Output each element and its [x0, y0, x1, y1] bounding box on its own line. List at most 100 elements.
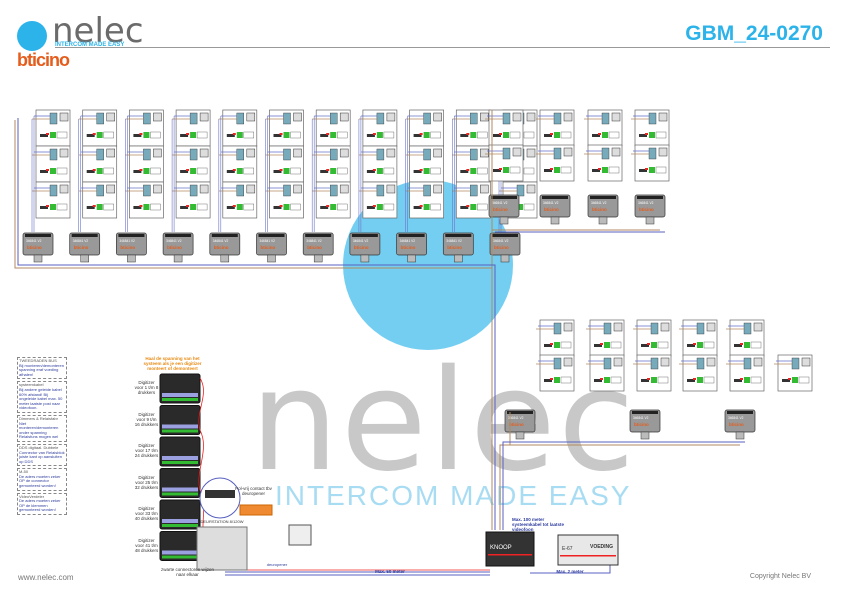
- led-icon: [499, 133, 502, 135]
- footer-website[interactable]: www.nelec.com: [18, 573, 74, 582]
- distributor-terminals: [165, 234, 192, 237]
- videophone-unit: [452, 181, 491, 219]
- terminal-block: [791, 357, 800, 370]
- led-icon: [279, 169, 283, 171]
- power-supply-device: [557, 534, 619, 566]
- connector-icon: [734, 379, 742, 382]
- led-icon: [600, 378, 603, 380]
- terminal-white: [196, 203, 208, 211]
- connector-icon: [639, 134, 647, 137]
- screen-icon: [753, 322, 763, 332]
- screen-icon: [801, 357, 811, 367]
- bticino-mark: bticino: [354, 245, 369, 250]
- led-icon: [647, 343, 650, 345]
- connector-icon: [639, 169, 647, 172]
- digitizer-terminals: [162, 519, 198, 523]
- legend-title: VideoVerdeler: [19, 493, 45, 499]
- screen-icon: [660, 322, 670, 332]
- screen-icon: [658, 147, 668, 157]
- terminal-white: [523, 167, 535, 175]
- terminal-white: [337, 203, 348, 211]
- screen-icon: [658, 112, 668, 122]
- led-icon: [326, 133, 330, 135]
- bticino-mark: bticino: [120, 245, 135, 250]
- led-icon: [139, 169, 143, 171]
- led-icon: [372, 133, 376, 135]
- distributor-label: 346841 V2: [591, 201, 607, 205]
- screen-icon: [613, 322, 623, 332]
- distributor-terminals: [258, 234, 285, 237]
- videophone-unit: [405, 145, 444, 183]
- distributor-foot: [640, 431, 650, 440]
- digitizer-connector: [162, 398, 198, 401]
- distributor-label: 346841 V2: [400, 239, 416, 243]
- digitizer-label: Digitizer voor 25 t/m 32 drukkers: [134, 474, 159, 490]
- terminal-green: [602, 132, 608, 138]
- riser-wire: [31, 116, 35, 232]
- screen-icon: [613, 357, 623, 367]
- distributor-foot: [173, 254, 183, 263]
- terminal-white: [560, 131, 572, 139]
- distributor-label: 346841 V2: [508, 416, 524, 420]
- videophone-unit: [358, 109, 398, 147]
- screen-icon: [563, 147, 573, 157]
- distributor-foot: [500, 254, 510, 263]
- screen-icon: [246, 148, 256, 158]
- digitizer-label: Digitizer voor 17 t/m 24 drukkers: [134, 443, 159, 459]
- terminal-white: [750, 376, 762, 384]
- videophone-unit: [452, 145, 491, 183]
- terminal-green: [470, 204, 477, 210]
- connector-icon: [273, 206, 282, 209]
- videophone-unit: [584, 109, 623, 147]
- screen-icon: [660, 357, 670, 367]
- terminal-block: [143, 148, 151, 161]
- bticino-mark: bticino: [214, 245, 229, 250]
- terminal-green: [470, 168, 477, 174]
- terminal-white: [196, 167, 208, 175]
- riser-wire: [125, 116, 128, 232]
- connector-icon: [133, 170, 142, 173]
- distributor-terminals: [71, 234, 98, 237]
- terminal-white: [383, 167, 395, 175]
- screen-icon: [386, 148, 396, 158]
- led-icon: [232, 133, 236, 135]
- terminal-block: [330, 184, 338, 197]
- connector-icon: [592, 169, 600, 172]
- connector-icon: [86, 134, 95, 137]
- videophone-unit: [485, 144, 524, 182]
- screen-icon: [153, 112, 162, 122]
- connector-icon: [320, 134, 329, 137]
- terminal-green: [96, 204, 103, 210]
- terminal-white: [560, 166, 572, 174]
- door-opener-label: deuropener: [266, 562, 288, 567]
- node-device: [485, 531, 535, 567]
- videophone-unit: [312, 109, 351, 147]
- terminal-white: [477, 167, 488, 175]
- connector-icon: [226, 170, 235, 173]
- led-icon: [232, 169, 236, 171]
- videophone-unit: [218, 145, 258, 183]
- header-divider: [55, 47, 830, 48]
- bus-cable: [225, 571, 490, 576]
- terminal-white: [290, 167, 301, 175]
- terminal-block: [330, 112, 338, 125]
- led-icon: [232, 205, 236, 207]
- connector-icon: [413, 134, 422, 137]
- legend-title: systeemkabel: [19, 382, 44, 388]
- connector-icon: [180, 206, 189, 209]
- terminal-block: [502, 147, 511, 160]
- terminal-green: [470, 132, 477, 138]
- distributor-terminals: [632, 411, 658, 414]
- distributor-foot: [127, 254, 136, 263]
- terminal-block: [330, 148, 338, 161]
- screen-icon: [480, 112, 489, 122]
- power-link: [530, 565, 611, 574]
- connector-icon: [594, 379, 602, 382]
- riser-wire: [452, 116, 455, 232]
- connector-icon: [133, 206, 142, 209]
- distributor-terminals: [637, 196, 663, 199]
- led-icon: [279, 133, 283, 135]
